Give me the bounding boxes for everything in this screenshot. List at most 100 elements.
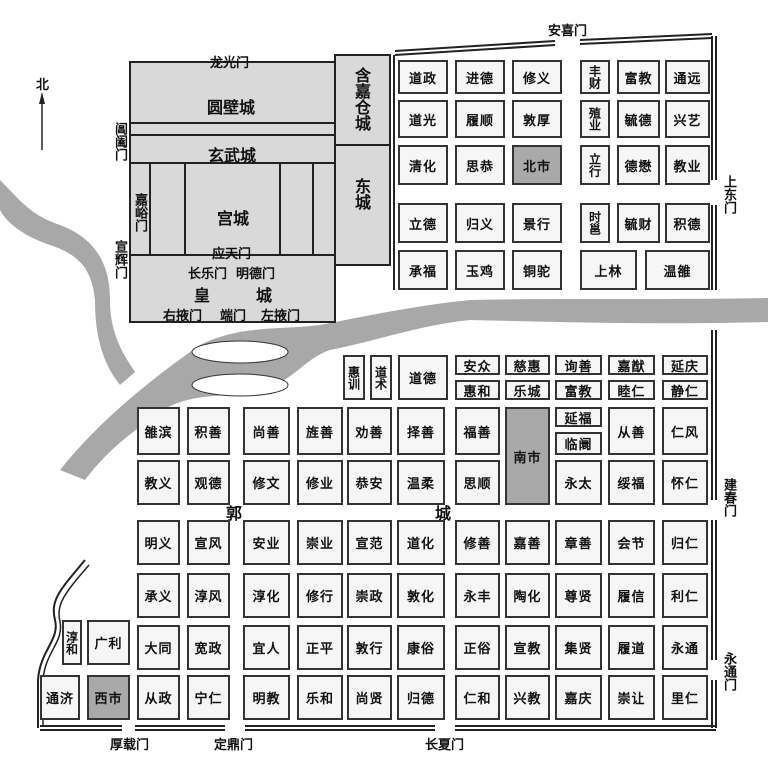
dong-cheng-label: 东城 [352,178,371,210]
ward-block: 崇让 [608,675,655,720]
gate-yongtong: 永通门 [721,652,736,691]
ward-block: 通远 [665,60,710,94]
ward-block: 殖业 [580,100,610,138]
ward-block: 宣范 [347,520,392,565]
gate-changhe: 阊阖门 [112,122,127,161]
ward-block: 安业 [243,520,290,565]
ward-block: 兴艺 [665,100,710,138]
ward-block: 永丰 [455,573,500,618]
ward-block: 承义 [137,573,180,618]
ward-block: 崇政 [347,573,392,618]
ward-block: 静仁 [662,380,708,400]
ward-block: 道德 [398,355,448,400]
ward-block: 乐城 [505,380,550,400]
ward-block: 宜人 [243,625,290,670]
ward-block: 尚善 [243,407,290,455]
gate-jianchun: 建春门 [721,478,736,517]
market-block: 西市 [87,675,130,720]
ward-block: 安众 [455,355,500,375]
gate-houzai: 厚载门 [110,738,150,753]
ward-block: 嘉善 [505,520,550,565]
ward-block: 宽政 [187,625,230,670]
tributary-river [0,180,135,385]
ward-block: 明义 [137,520,180,565]
ward-block: 归仁 [662,520,708,565]
ward-block: 宣风 [187,520,230,565]
ward-block: 富教 [555,380,602,400]
ward-block: 淳化 [243,573,290,618]
ward-block: 延庆 [662,355,708,375]
gate-changxia: 长夏门 [425,738,465,753]
ward-block: 怀仁 [662,460,708,505]
ward-block: 里仁 [662,675,708,720]
ward-block: 康俗 [397,625,445,670]
ward-block: 履顺 [455,100,505,138]
ward-block: 正平 [297,625,343,670]
ward-block: 询善 [555,355,602,375]
ward-block: 劝善 [347,407,392,455]
ward-block: 慈惠 [505,355,550,375]
gate-duan: 端门 [220,309,247,324]
huang-cheng-label-2: 城 [256,286,273,305]
ward-block: 兴教 [505,675,550,720]
ward-block: 观德 [187,460,230,505]
ward-block: 修业 [297,460,343,505]
ward-block: 雒滨 [137,407,180,455]
hanjia-dong-cheng [334,54,391,266]
ward-block: 正俗 [455,625,500,670]
ward-block: 从善 [608,407,655,455]
ward-block: 进德 [455,60,505,94]
ward-block: 归德 [397,675,445,720]
gate-jiayu: 嘉峪门 [132,193,147,232]
ward-block: 福善 [455,407,500,455]
ward-block: 惠训 [343,355,365,400]
ward-block: 道术 [370,355,392,400]
ward-block: 修义 [512,60,562,94]
ward-block: 宁仁 [187,675,230,720]
ward-block: 从政 [137,675,180,720]
ward-block: 修善 [455,520,500,565]
ward-block: 陶化 [505,573,550,618]
ward-block: 崇业 [297,520,343,565]
gate-changle: 长乐门 [188,267,228,282]
ward-block: 德懋 [617,145,660,185]
ward-block: 敦行 [347,625,392,670]
ward-block: 尚贤 [347,675,392,720]
ward-block: 玉鸡 [455,250,505,290]
ward-block: 仁和 [455,675,500,720]
ward-block: 毓德 [617,100,660,138]
ward-block: 思恭 [455,145,505,185]
river-island [191,373,289,397]
ward-block: 教义 [137,460,180,505]
ward-block: 宣教 [505,625,550,670]
ward-block: 清化 [398,145,448,185]
ward-block: 淳和 [62,620,82,665]
ward-block: 通济 [40,675,80,720]
ward-block: 上林 [580,250,637,290]
ward-block: 嘉庆 [555,675,602,720]
ward-block: 道光 [398,100,448,138]
ward-block: 明教 [243,675,290,720]
ward-block: 富教 [617,60,660,94]
ward-block: 温雒 [645,250,710,290]
ward-block: 集贤 [555,625,602,670]
ward-block: 归义 [455,203,505,243]
ward-block: 铜驼 [512,250,562,290]
north-label: 北 [36,78,50,93]
ward-block: 延福 [555,407,602,427]
ward-block: 教业 [665,145,710,185]
ward-block: 积德 [665,203,710,243]
west-wall [42,564,90,726]
ward-block: 敦厚 [512,100,562,138]
ward-block: 尊贤 [555,573,602,618]
huang-cheng-label-1: 皇 [194,286,211,305]
ward-block: 修文 [243,460,290,505]
ward-block: 淳风 [187,573,230,618]
ward-block: 恭安 [347,460,392,505]
ward-block: 温柔 [397,460,445,505]
gate-mingde: 明德门 [236,267,276,282]
ward-block: 道政 [398,60,448,94]
compass-arrowhead [39,92,45,104]
